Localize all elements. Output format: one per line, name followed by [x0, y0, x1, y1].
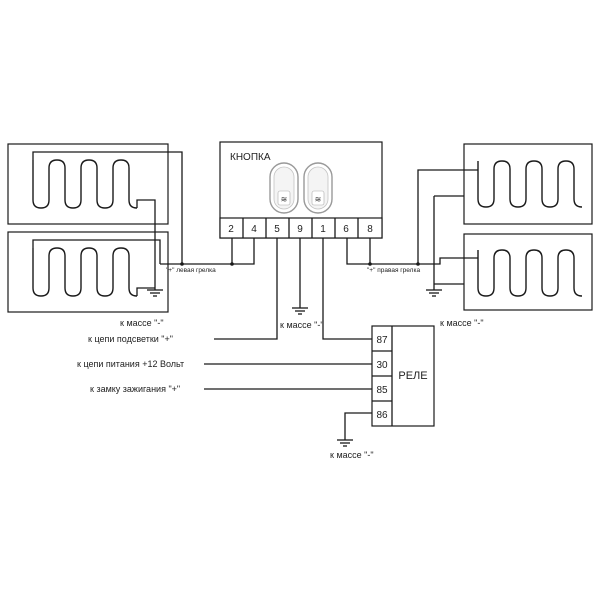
right-heater-label: "+" правая грелка	[367, 267, 420, 274]
left-heater-wiring	[32, 151, 255, 296]
ground-icon-relay	[336, 439, 354, 447]
relay-pin-30: 30	[376, 360, 388, 371]
button-pin-6: 6	[343, 224, 349, 235]
ground-label-relay: к массе "-"	[330, 450, 374, 460]
button-pin-4: 4	[251, 224, 257, 235]
relay-pin-86: 86	[376, 410, 388, 421]
button-pin-8: 8	[367, 224, 373, 235]
ground-icon-center	[291, 307, 309, 315]
ground-icon-right	[425, 289, 443, 297]
button-pin-2: 2	[228, 224, 234, 235]
ground-label-left: к массе "-"	[120, 318, 164, 328]
relay-pin-85: 85	[376, 385, 388, 396]
right-heater-pad-bottom	[463, 233, 593, 311]
seat-heat-icon: ≋	[281, 195, 288, 204]
seat-heat-switch-left: ≋	[269, 162, 299, 214]
button-pin-1: 1	[320, 224, 326, 235]
button-title: КНОПКА	[230, 152, 271, 163]
ignition-label: к замку зажигания "+"	[90, 384, 180, 394]
button-center-wiring	[214, 238, 372, 340]
backlight-label: к цепи подсветки "+"	[88, 334, 173, 344]
left-heater-pad-top	[7, 143, 169, 225]
relay-pin-87: 87	[376, 335, 388, 346]
right-heater-pad-top	[463, 143, 593, 225]
seat-heat-switch-right: ≋	[303, 162, 333, 214]
button-pin-9: 9	[297, 224, 303, 235]
external-wiring	[204, 363, 372, 440]
ground-label-center: к массе "-"	[280, 320, 324, 330]
ground-label-right: к массе "-"	[440, 318, 484, 328]
button-module: КНОПКА ≋ ≋ 2 4 5 9 1 6 8	[219, 141, 383, 239]
left-heater-pad-bottom	[7, 231, 169, 313]
left-heater-label: "+" левая грелка	[166, 267, 216, 274]
seat-heat-icon: ≋	[315, 195, 322, 204]
right-heater-wiring	[346, 169, 478, 290]
button-pin-5: 5	[274, 224, 280, 235]
relay-module: 87 30 85 86 РЕЛЕ	[371, 325, 435, 427]
relay-title: РЕЛЕ	[398, 370, 427, 382]
power-label: к цепи питания +12 Вольт	[77, 359, 184, 369]
